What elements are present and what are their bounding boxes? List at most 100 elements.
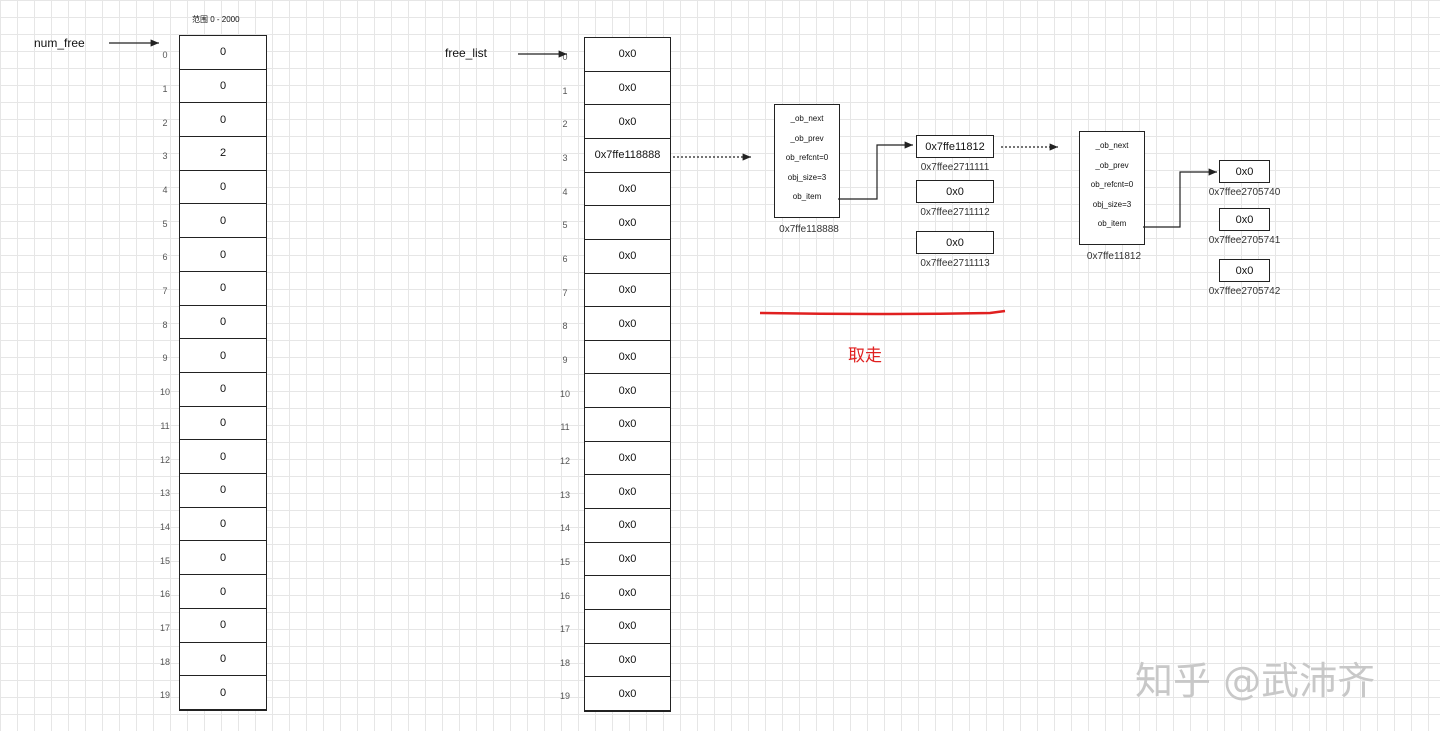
item-address: 0x7ffee2705741 — [1208, 235, 1281, 246]
array-index: 19 — [159, 690, 170, 701]
array-cell: 0 — [180, 373, 266, 407]
array-index: 5 — [562, 220, 568, 231]
item-address: 0x7ffee2711111 — [920, 162, 990, 173]
array-index: 10 — [159, 387, 170, 398]
array-index: 2 — [162, 117, 168, 128]
array-index: 18 — [559, 657, 570, 668]
item-slot: 0x7ffe11812 — [916, 135, 994, 158]
arrow-ob-item-1 — [838, 141, 913, 200]
red-underline — [759, 309, 1006, 316]
item-slot: 0x0 — [916, 231, 994, 254]
array-index: 13 — [159, 488, 170, 499]
array-index: 12 — [559, 455, 570, 466]
array-cell: 0x0 — [585, 307, 670, 341]
array-index: 15 — [559, 556, 570, 567]
array-index: 0 — [162, 50, 168, 61]
array-cell: 0 — [180, 339, 266, 373]
array-index: 8 — [162, 319, 168, 330]
array-cell: 0x0 — [585, 341, 670, 375]
array-index: 15 — [159, 555, 170, 566]
array-index: 6 — [162, 252, 168, 263]
array-cell: 0x0 — [585, 677, 670, 711]
array-index: 14 — [159, 521, 170, 532]
arrow-ob-item-2 — [1143, 168, 1217, 228]
array-cell: 0x0 — [585, 610, 670, 644]
struct-field: obj_size=3 — [787, 172, 827, 182]
item-address: 0x7ffee2705740 — [1208, 187, 1281, 198]
array-cell: 0x0 — [585, 442, 670, 476]
array-cell: 0 — [180, 508, 266, 542]
array-cell: 0 — [180, 171, 266, 205]
array-cell: 0 — [180, 205, 266, 239]
array-index: 14 — [559, 523, 570, 534]
item-address: 0x7ffee2711113 — [920, 258, 990, 269]
array-index: 11 — [560, 422, 570, 433]
watermark: 知乎 @武沛齐 — [1135, 659, 1376, 703]
array-index: 2 — [562, 119, 568, 130]
struct-field: ob_item — [1097, 219, 1127, 229]
array-cell: 0 — [180, 70, 266, 104]
array-cell: 0x0 — [585, 644, 670, 678]
array-cell: 0x0 — [585, 72, 670, 106]
struct-field: ob_item — [792, 192, 822, 202]
array-index: 16 — [559, 590, 570, 601]
array-cell: 0x0 — [585, 105, 670, 139]
array-cell: 0x0 — [585, 274, 670, 308]
item-address: 0x7ffee2705742 — [1208, 286, 1281, 297]
array-index: 7 — [162, 286, 168, 297]
array-cell: 0 — [180, 440, 266, 475]
struct-field: _ob_prev — [790, 133, 824, 143]
array-index: 10 — [559, 388, 570, 399]
array-cell: 0x0 — [585, 206, 670, 240]
array-cell: 0x0 — [585, 543, 670, 577]
array-cell: 0 — [180, 407, 266, 441]
array-cell: 0x0 — [585, 173, 670, 207]
array-index: 12 — [159, 454, 170, 465]
array-index: 5 — [162, 218, 168, 229]
array-cell: 0x0 — [585, 240, 670, 274]
array-cell: 0x0 — [585, 38, 670, 72]
array-index: 3 — [562, 153, 568, 164]
array-index: 7 — [562, 287, 568, 298]
struct-field: ob_refcnt=0 — [785, 153, 829, 163]
free-list-label: free_list — [445, 46, 488, 60]
array-index: 9 — [162, 353, 168, 364]
array-cell: 0 — [180, 103, 266, 138]
array-index: 17 — [559, 624, 570, 635]
array-index: 16 — [159, 589, 170, 600]
item-slot: 0x0 — [1219, 160, 1270, 183]
array-index: 11 — [160, 420, 170, 431]
num-free-label: num_free — [34, 36, 85, 50]
array-index: 3 — [162, 151, 168, 162]
array-cell: 2 — [180, 137, 266, 171]
list-object-2-address: 0x7ffe11812 — [1086, 251, 1142, 262]
struct-field: obj_size=3 — [1092, 199, 1132, 209]
struct-field: _ob_prev — [1095, 160, 1129, 170]
array-index: 13 — [559, 489, 570, 500]
array-cell: 0 — [180, 676, 266, 710]
array-cell: 0x0 — [585, 475, 670, 510]
struct-field: _ob_next — [1095, 141, 1129, 150]
range-label: 范围 0 - 2000 — [192, 15, 240, 24]
array-cell: 0 — [180, 609, 266, 643]
array-index: 17 — [159, 623, 170, 634]
array-cell: 0 — [180, 542, 266, 576]
array-cell: 0 — [180, 272, 266, 306]
item-slot: 0x0 — [1219, 259, 1270, 282]
array-index: 19 — [559, 691, 570, 702]
item-address: 0x7ffee2711112 — [920, 207, 990, 218]
array-index: 9 — [562, 354, 568, 365]
annotation-text: 取走 — [848, 346, 882, 365]
array-index: 1 — [562, 85, 568, 96]
array-cell: 0 — [180, 36, 266, 70]
item-slot: 0x0 — [1219, 208, 1270, 231]
array-cell: 0 — [180, 643, 266, 677]
array-index: 4 — [562, 186, 568, 197]
array-cell: 0 — [180, 474, 266, 508]
array-index: 4 — [162, 184, 168, 195]
array-index: 6 — [562, 254, 568, 265]
